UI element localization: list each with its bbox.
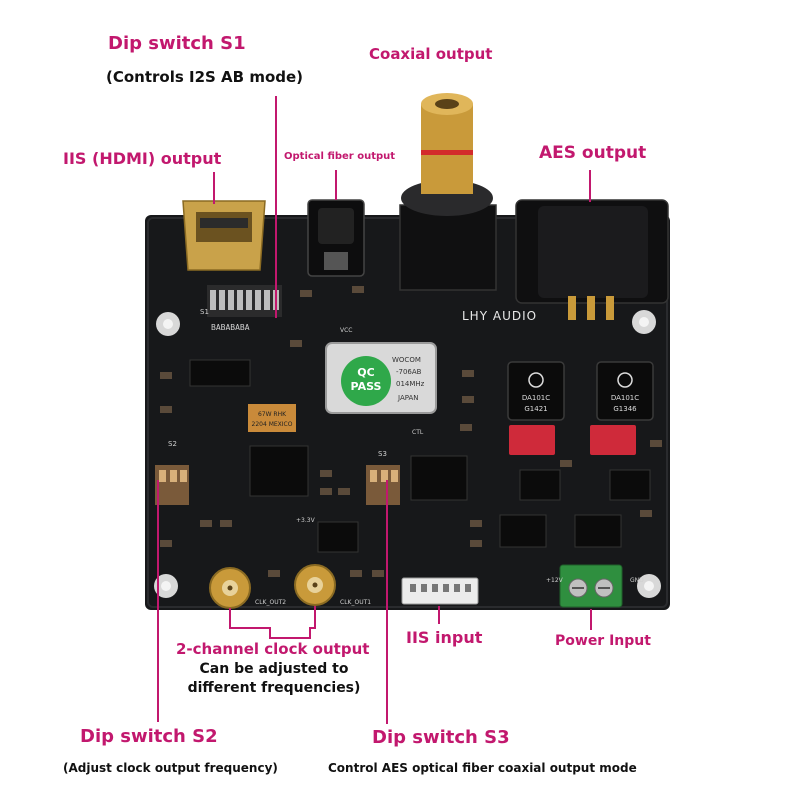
ic-chip bbox=[410, 455, 468, 501]
silk-vcc: VCC bbox=[340, 327, 352, 334]
rca-connector bbox=[399, 93, 497, 291]
brand-silkscreen: LHY AUDIO bbox=[462, 309, 537, 323]
mounting-hole bbox=[637, 574, 661, 598]
silk-gnd: GND bbox=[630, 577, 644, 584]
regulator bbox=[317, 521, 359, 553]
coaxial-output-label: Coaxial output bbox=[369, 45, 493, 63]
dip-s3-title: Dip switch S3 bbox=[372, 727, 510, 748]
silk-clk-out1: CLK_OUT1 bbox=[340, 599, 371, 606]
transformer-1-code: G1421 bbox=[524, 405, 547, 413]
regulator bbox=[574, 514, 622, 548]
iis-input-label: IIS input bbox=[406, 628, 483, 647]
osc-mark-3: 014MHz bbox=[396, 380, 425, 388]
ic-chip bbox=[249, 445, 309, 497]
transformer-2-part: DA101C bbox=[611, 394, 639, 402]
smd-components bbox=[160, 286, 662, 577]
chip-mark-1: 67W RHK bbox=[258, 411, 287, 418]
dip-s2-desc: (Adjust clock output frequency) bbox=[63, 761, 278, 775]
pass-text: PASS bbox=[351, 380, 382, 393]
ic-chip bbox=[609, 469, 651, 501]
marked-chip bbox=[248, 404, 296, 432]
dip-s1-desc: (Controls I2S AB mode) bbox=[106, 68, 304, 86]
sma-connector-clk-out1 bbox=[294, 564, 336, 606]
transformer-1-part: DA101C bbox=[522, 394, 550, 402]
dip-switch-s3 bbox=[366, 465, 400, 505]
power-input-label: Power Input bbox=[555, 633, 651, 649]
dip-s2-title: Dip switch S2 bbox=[80, 726, 218, 747]
iis-input-header bbox=[401, 577, 479, 605]
hdmi-connector bbox=[182, 200, 266, 271]
sma-connector-clk-out2 bbox=[209, 567, 251, 609]
silk-s2: S2 bbox=[168, 440, 177, 448]
clock-output-title: 2-channel clock output bbox=[176, 640, 370, 658]
optical-connector bbox=[307, 199, 365, 277]
qc-text: QC bbox=[357, 366, 374, 379]
clock-output-desc-2: different frequencies) bbox=[187, 680, 361, 696]
iis-hdmi-output-label: IIS (HDMI) output bbox=[63, 149, 222, 168]
transformer-2 bbox=[596, 361, 654, 421]
chip-mark-2: 2204 MEXICO bbox=[252, 421, 293, 428]
dip-switch-s2 bbox=[155, 465, 189, 505]
mounting-hole bbox=[156, 312, 180, 336]
silk-3v3: +3.3V bbox=[296, 517, 316, 524]
power-terminal bbox=[559, 564, 623, 608]
silk-s3: S3 bbox=[378, 450, 387, 458]
regulator bbox=[499, 514, 547, 548]
optical-fiber-output-label: Optical fiber output bbox=[284, 151, 396, 162]
mounting-hole bbox=[632, 310, 656, 334]
silk-ctl: CTL bbox=[412, 429, 424, 436]
transformer-1 bbox=[507, 361, 565, 421]
osc-mark-1: WOCOM bbox=[392, 356, 421, 364]
mounting-hole bbox=[154, 574, 178, 598]
silk-clk-out2: CLK_OUT2 bbox=[255, 599, 286, 606]
oscillator-module bbox=[325, 342, 437, 414]
leader-clock-output bbox=[229, 606, 316, 639]
dip-s1-title: Dip switch S1 bbox=[108, 33, 246, 54]
ic-chip bbox=[519, 469, 561, 501]
clock-output-desc-1: Can be adjusted to bbox=[199, 661, 349, 677]
transformer-2-code: G1346 bbox=[613, 405, 637, 413]
xlr-connector bbox=[515, 199, 669, 320]
dip-s3-desc: Control AES optical fiber coaxial output… bbox=[328, 761, 637, 775]
dip-switch-s1 bbox=[207, 285, 282, 317]
silk-12v: +12V bbox=[546, 577, 564, 584]
red-capacitor bbox=[509, 425, 555, 455]
osc-mark-4: JAPAN bbox=[397, 394, 419, 402]
silk-s1: S1 bbox=[200, 308, 209, 316]
osc-mark-2: -706AB bbox=[396, 368, 422, 376]
red-capacitor bbox=[590, 425, 636, 455]
silk-dip-ab: BABABABA bbox=[211, 323, 250, 332]
aes-output-label: AES output bbox=[539, 143, 647, 163]
ic-chip bbox=[189, 359, 251, 387]
